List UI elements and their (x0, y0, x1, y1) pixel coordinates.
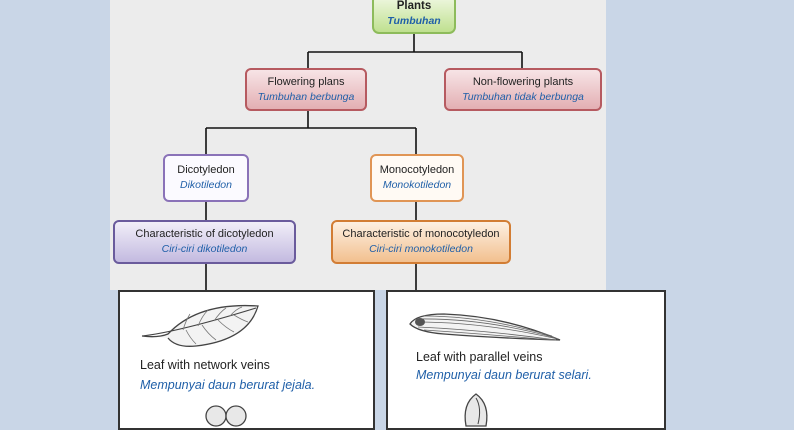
node-characteristic-dicotyledon-en: Characteristic of dicotyledon (135, 228, 274, 240)
dicot-leaf-card: Leaf with network veins Mempunyai daun b… (118, 290, 375, 430)
dicot-leaf-label: Leaf with network veins (140, 358, 270, 372)
node-plants-my: Tumbuhan (387, 15, 441, 27)
node-non-flowering: Non-flowering plants Tumbuhan tidak berb… (444, 68, 602, 111)
node-characteristic-dicotyledon: Characteristic of dicotyledon Ciri-ciri … (113, 220, 296, 264)
node-characteristic-monocotyledon-en: Characteristic of monocotyledon (342, 228, 500, 240)
node-flowering-my: Tumbuhan berbunga (257, 90, 355, 103)
node-dicotyledon-my: Dikotiledon (180, 179, 232, 191)
node-characteristic-dicotyledon-my: Ciri-ciri dikotiledon (161, 243, 248, 255)
node-plants-en: Plants (396, 0, 432, 12)
node-non-flowering-my: Tumbuhan tidak berbunga (462, 90, 584, 103)
node-monocotyledon: Monocotyledon Monokotiledon (370, 154, 464, 202)
monocot-seed-illustration (464, 393, 488, 427)
node-dicotyledon-en: Dicotyledon (177, 164, 235, 176)
node-characteristic-monocotyledon-my: Ciri-ciri monokotiledon (369, 243, 473, 255)
node-flowering: Flowering plans Tumbuhan berbunga (245, 68, 367, 111)
node-non-flowering-en: Non-flowering plants (472, 75, 574, 88)
node-characteristic-monocotyledon: Characteristic of monocotyledon Ciri-cir… (331, 220, 511, 264)
dicot-seed-illustration (205, 405, 247, 427)
node-plants: Plants Tumbuhan (372, 0, 456, 34)
node-flowering-en: Flowering plans (267, 75, 345, 88)
node-monocotyledon-my: Monokotiledon (382, 179, 452, 191)
dicot-leaf-description: Mempunyai daun berurat jejala. (140, 378, 316, 392)
monocot-leaf-description: Mempunyai daun berurat selari. (416, 368, 592, 382)
network-vein-leaf-illustration (141, 304, 259, 347)
parallel-vein-leaf-illustration (409, 313, 561, 341)
node-monocotyledon-en: Monocotyledon (379, 164, 455, 176)
node-dicotyledon: Dicotyledon Dikotiledon (163, 154, 249, 202)
monocot-leaf-card: Leaf with parallel veins Mempunyai daun … (386, 290, 666, 430)
monocot-leaf-label: Leaf with parallel veins (416, 350, 543, 364)
connector-lines (205, 34, 523, 290)
